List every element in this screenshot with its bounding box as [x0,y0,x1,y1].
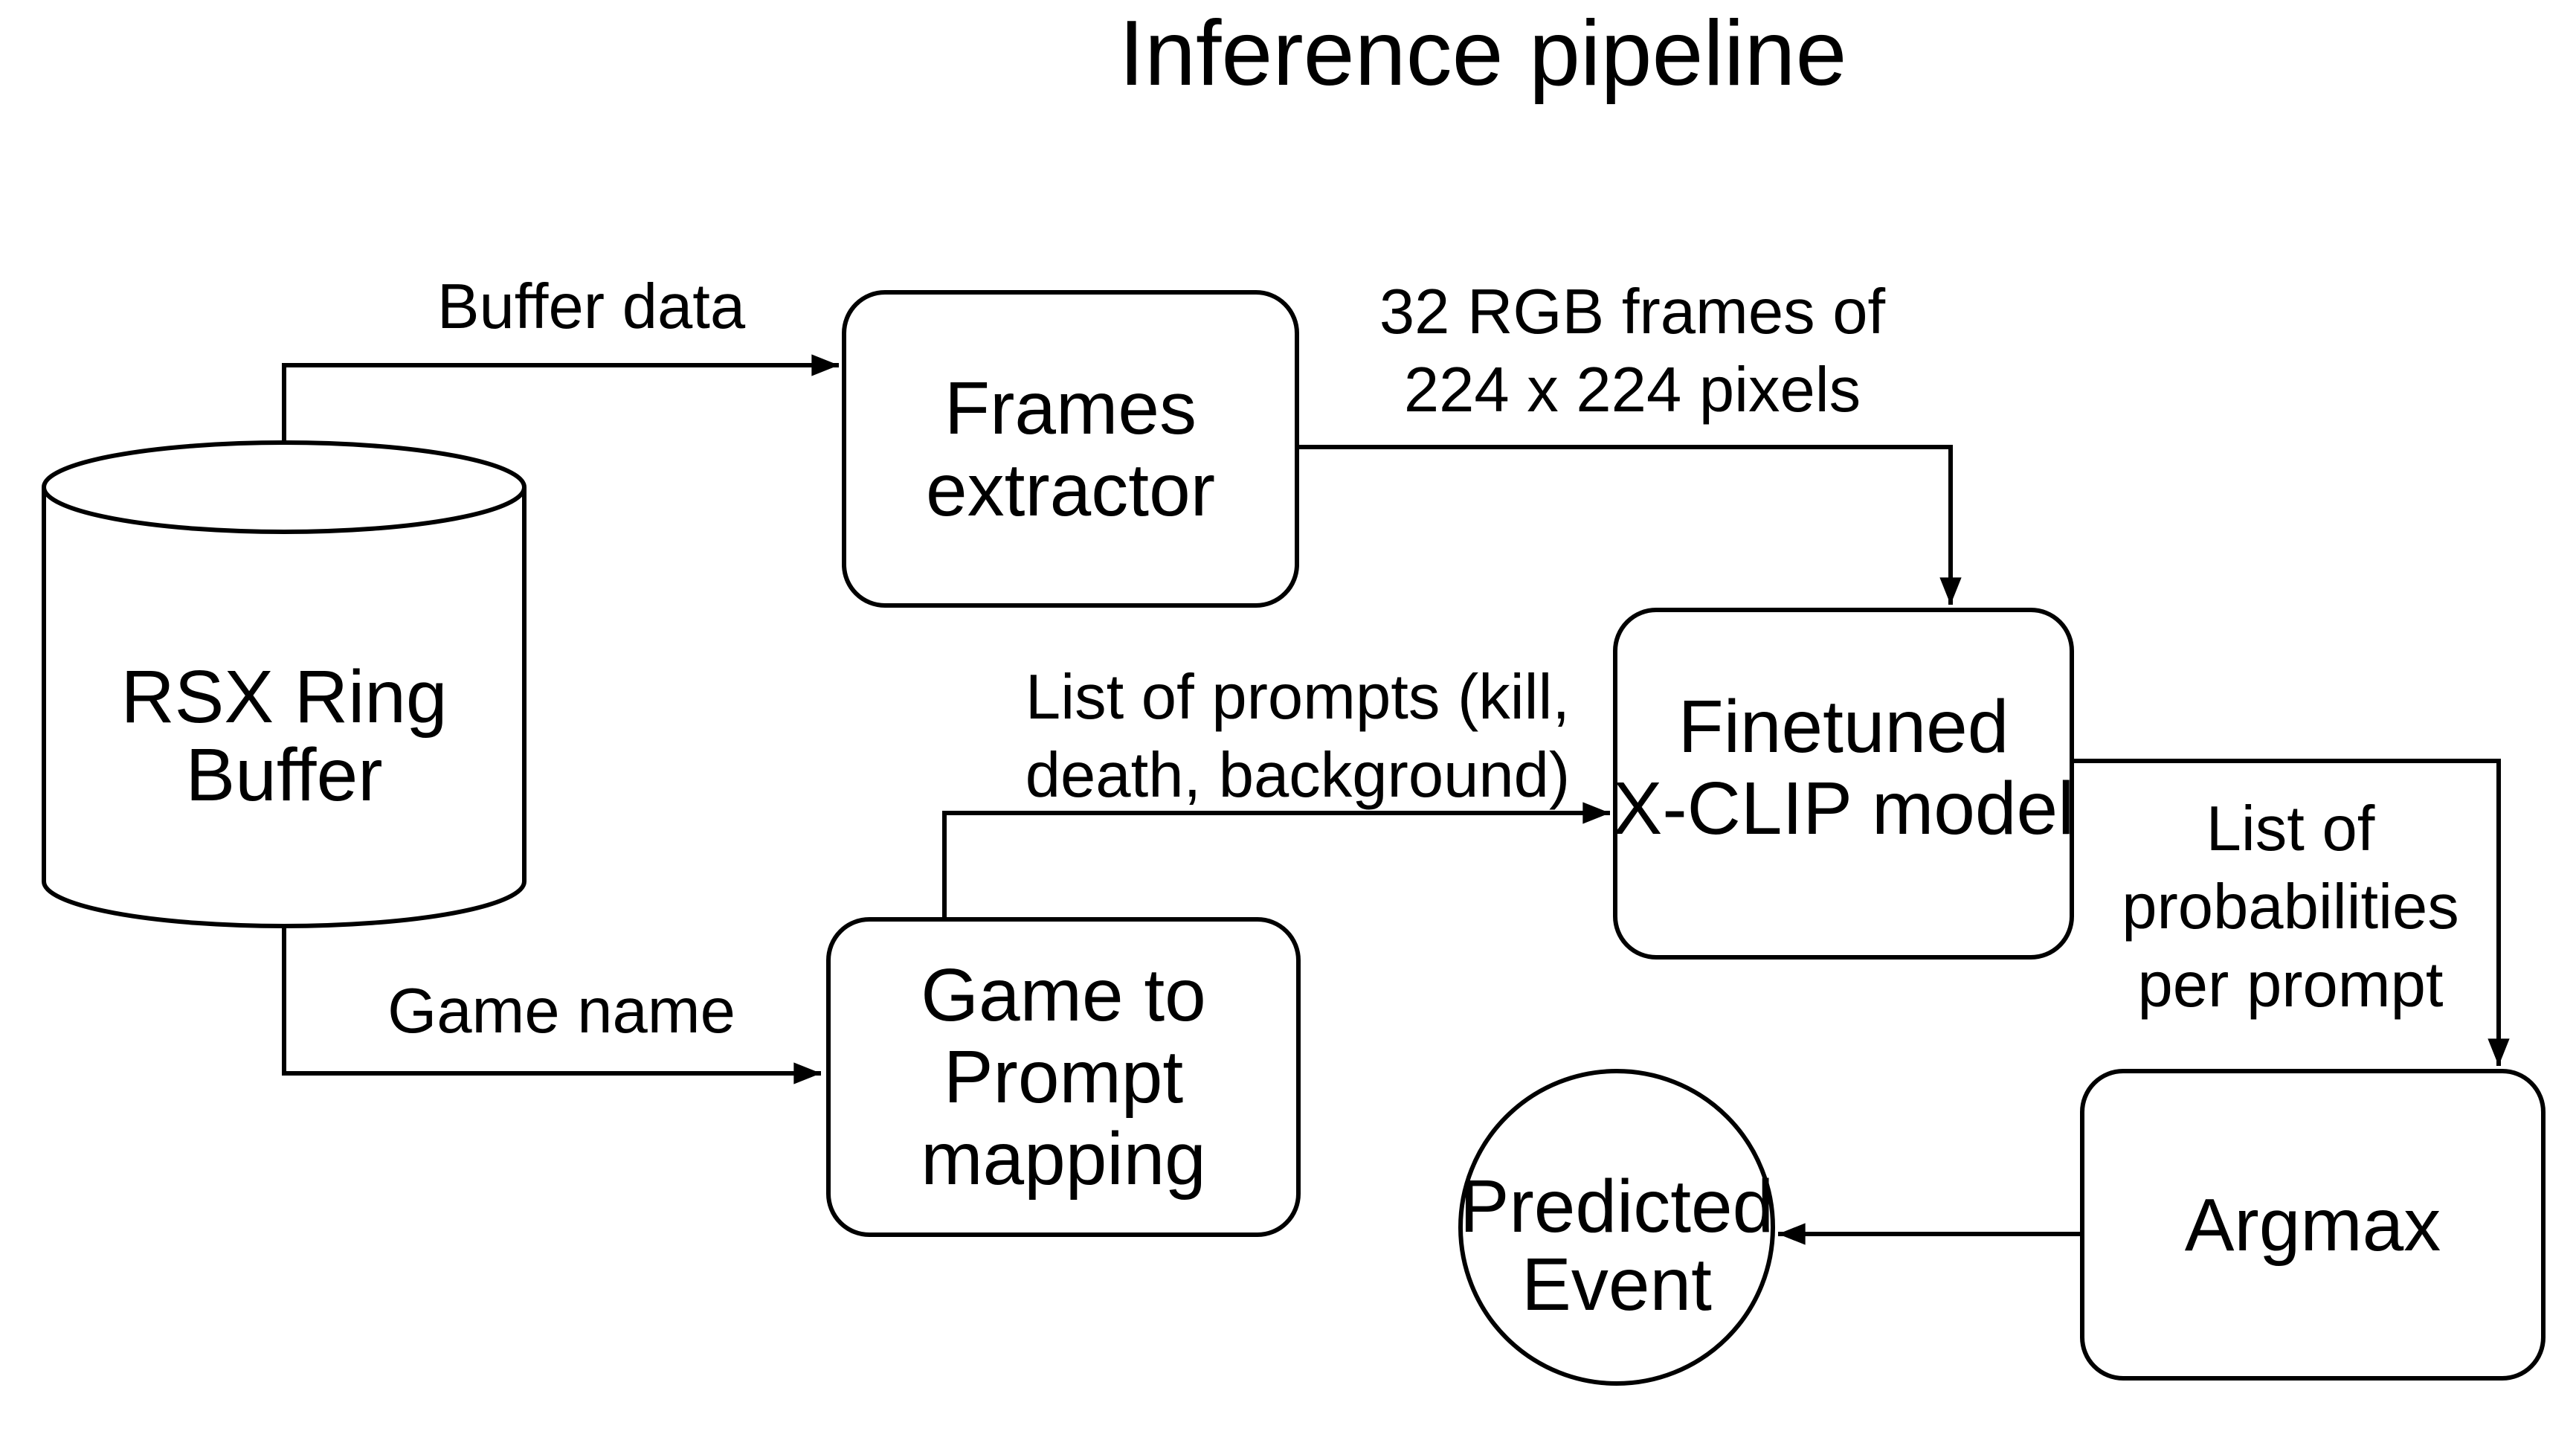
cylinder-body [42,487,527,928]
edge-label-line: probabilities [2122,872,2459,942]
node-rsx-ring-buffer-label: RSX Ring Buffer [44,614,524,859]
node-label-line: X-CLIP model [1612,767,2075,850]
node-label-line: Predicted [1459,1165,1774,1248]
edge-buffer-data [282,354,839,444]
node-frames-extractor-label: Frames extractor [844,292,1297,605]
edge-game-name [282,928,821,1084]
node-argmax-label: Argmax [2082,1071,2543,1378]
edge-probabilities [2072,759,2510,1066]
node-label-line: RSX Ring [120,655,448,739]
diagram-title: Inference pipeline [962,0,2003,108]
edge-label-line: 32 RGB frames of [1379,277,1886,347]
edge-label-line: 224 x 224 pixels [1403,355,1861,425]
node-label-line: Event [1522,1243,1712,1326]
node-label-line: Game to [921,954,1206,1037]
diagram-title-text: Inference pipeline [1118,2,1847,105]
node-finetuned-xclip-model [1613,608,2074,960]
node-label-line: mapping [921,1117,1206,1201]
edge-prompt-list [942,802,1610,917]
node-game-to-prompt-mapping [826,917,1301,1237]
edge-rgb-frames [1297,445,1962,605]
edge-label-line: per prompt [2137,950,2444,1021]
node-finetuned-xclip-model-label: Finetuned X-CLIP model [1612,610,2075,925]
cylinder-top-ellipse [42,440,527,534]
node-rsx-ring-buffer [42,440,527,928]
node-predicted-event [1458,1069,1775,1386]
node-label-line: Finetuned [1678,685,2009,768]
node-label-line: extractor [925,448,1215,532]
edge-game-name-label: Game name [372,972,751,1050]
edge-label-line: List of prompts (kill, [1025,662,1571,733]
edge-label-line: List of [2206,794,2375,864]
node-label-line: Frames [944,366,1197,450]
edge-prompt-list-label: List of prompts (kill, death, background… [989,658,1606,814]
node-label-line: Argmax [2184,1183,2441,1267]
edge-label-line: Game name [387,976,735,1047]
node-label-line: Buffer [185,733,383,817]
node-label-line: Prompt [943,1035,1184,1119]
node-predicted-event-label: Predicted Event [1453,1071,1780,1383]
node-argmax [2080,1069,2546,1381]
edge-label-line: Buffer data [437,271,746,342]
node-frames-extractor [842,290,1299,608]
edge-label-line: death, background) [1025,740,1571,811]
edge-buffer-data-label: Buffer data [405,268,777,346]
edge-probabilities-label: List of probabilities per prompt [2097,790,2484,1024]
node-game-to-prompt-mapping-label: Game to Prompt mapping [828,919,1298,1235]
edge-rgb-frames-label: 32 RGB frames of 224 x 224 pixels [1350,273,1915,429]
